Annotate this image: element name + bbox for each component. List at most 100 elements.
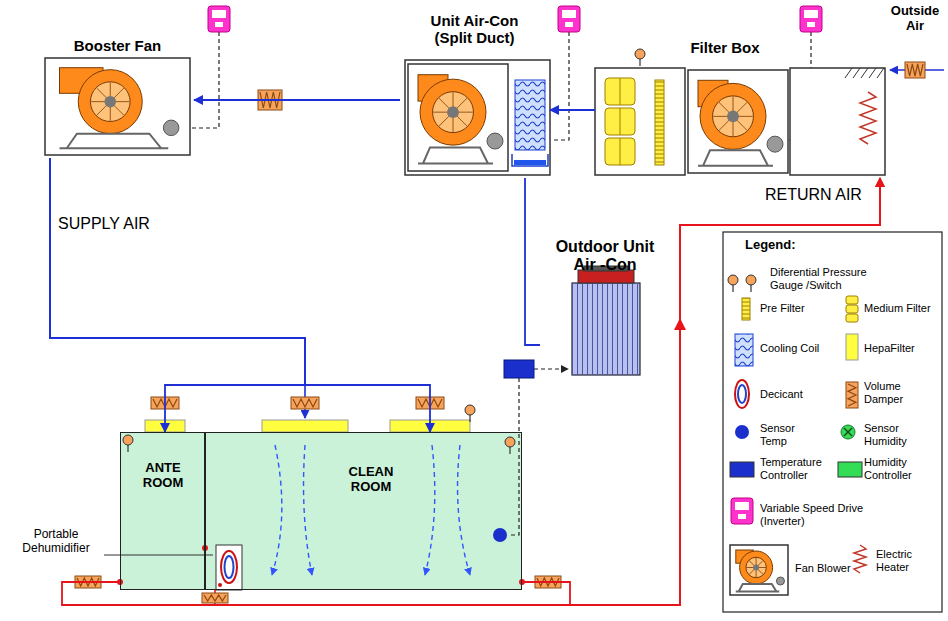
air-con-unit: Unit Air-Con (Split Duct): [400, 8, 550, 178]
control-wire: [509, 378, 519, 535]
fan-blower: [698, 150, 773, 165]
fan-blower: [487, 133, 503, 149]
temperature-sensor-symbol: [735, 425, 749, 439]
fan-blower: [776, 577, 784, 585]
return-air-duct: [62, 178, 880, 605]
unit-housing: [595, 68, 685, 175]
fan-blower: [420, 79, 486, 145]
intake-louver: [845, 68, 884, 78]
fan-blower: [767, 136, 783, 152]
variable-speed-drive: [558, 6, 580, 32]
cooling-coil-symbol: [735, 334, 753, 366]
legend-item: Diferential Pressure Gauge /Switch: [770, 266, 882, 291]
medium-filter: [605, 78, 635, 165]
air-flow-arrow: [425, 445, 435, 575]
outdoor-unit-box: Outdoor Unit Air -Con: [540, 238, 670, 380]
fan-blower: [736, 584, 780, 592]
volume-damper: [291, 397, 319, 409]
variable-speed-drive: [731, 498, 753, 524]
legend-text: Sensor Temp: [760, 422, 822, 447]
portable-dehumidifier: [225, 556, 234, 578]
legend-swatch: [838, 462, 862, 477]
legend-title: Legend:: [745, 238, 825, 253]
variable-speed-drive: [208, 6, 230, 32]
room-label: ANTE ROOM: [133, 461, 193, 491]
pressure-gauge: [746, 275, 756, 285]
medium-filter-symbol: [846, 314, 858, 322]
legend-text: HepaFilter: [864, 342, 938, 355]
legend-box: [723, 232, 942, 612]
temperature-controller: [504, 360, 534, 378]
legend-item: Temperature Controller: [760, 456, 840, 481]
label-holder: Outside Air: [886, 4, 944, 34]
legend-box: [723, 232, 942, 612]
pressure-gauge: [728, 275, 738, 285]
unit-housing: [790, 68, 885, 175]
fan-blower: [713, 96, 754, 137]
volume-damper: [846, 382, 858, 408]
callout-label: Portable Dehumidifier: [12, 528, 100, 556]
legend-item: Pre Filter: [760, 302, 832, 315]
variable-speed-drive: [735, 502, 749, 510]
legend-text: Diferential Pressure Gauge /Switch: [770, 266, 882, 291]
humidity-sensor-symbol: [844, 428, 852, 436]
legend-item: Cooling Coil: [760, 342, 836, 355]
hepa-filter-symbol: [846, 334, 858, 360]
electric-heater: [860, 92, 876, 144]
cooling-coil: [512, 80, 548, 166]
room-label: CLEAN ROOM: [341, 465, 401, 495]
fan-blower: [163, 120, 179, 136]
medium-filter-symbol: [846, 296, 858, 322]
temperature-controller: [504, 360, 534, 378]
legend-text: Sensor Humidity: [864, 422, 936, 447]
pressure-gauge: [635, 49, 645, 59]
volume-damper: [202, 593, 228, 603]
pressure-gauge: [746, 275, 756, 292]
pressure-gauge: [123, 435, 133, 452]
equipment-title: Filter Box: [680, 39, 770, 56]
volume-damper: [846, 382, 858, 408]
variable-speed-drive: [804, 10, 818, 18]
variable-speed-drive: [212, 10, 226, 18]
label-holder: Legend:: [745, 238, 825, 253]
legend-item: Electric Heater: [876, 548, 936, 573]
flow-label: RETURN AIR: [765, 186, 873, 204]
equipment-title: Booster Fan: [45, 37, 190, 54]
variable-speed-drive: [807, 22, 815, 27]
room-floor: [205, 432, 522, 590]
fan-blower: [740, 551, 773, 584]
hepa-filter-symbol: [846, 334, 858, 360]
cooling-coil: [515, 80, 545, 150]
fan-blower: [45, 58, 190, 155]
legend-swatch: [730, 462, 754, 477]
outdoor-unit: [572, 266, 640, 375]
fan-blower: [753, 565, 759, 571]
legend-text: Variable Speed Drive (Inverter): [760, 502, 885, 527]
fan-blower: [688, 70, 788, 173]
cooling-coil-symbol: [735, 334, 753, 366]
legend-item: HepaFilter: [864, 342, 938, 355]
supply-line: [525, 178, 540, 345]
supply-line: [194, 99, 400, 101]
pre-filter-symbol: [742, 298, 750, 320]
volume-damper: [905, 62, 925, 78]
desiccant-symbol: [735, 380, 749, 408]
hepa-filter: [262, 420, 348, 432]
portable-dehumidifier: [216, 545, 242, 590]
pre-filter-symbol: [742, 298, 750, 320]
pressure-gauge: [728, 275, 738, 292]
variable-speed-drive: [565, 22, 573, 27]
supply-line: [550, 109, 595, 111]
medium-filter: [620, 78, 621, 165]
return-dot: [117, 545, 525, 585]
fan-blower: [746, 557, 766, 577]
air-flow-arrow: [304, 445, 312, 575]
legend-item: Decicant: [760, 388, 836, 401]
portable-dehumidifier: [218, 583, 222, 587]
legend-item: Volume Damper: [864, 380, 926, 405]
intake-louver: [845, 68, 884, 78]
label-holder: RETURN AIR: [765, 186, 873, 204]
unit-housing: [405, 60, 550, 175]
